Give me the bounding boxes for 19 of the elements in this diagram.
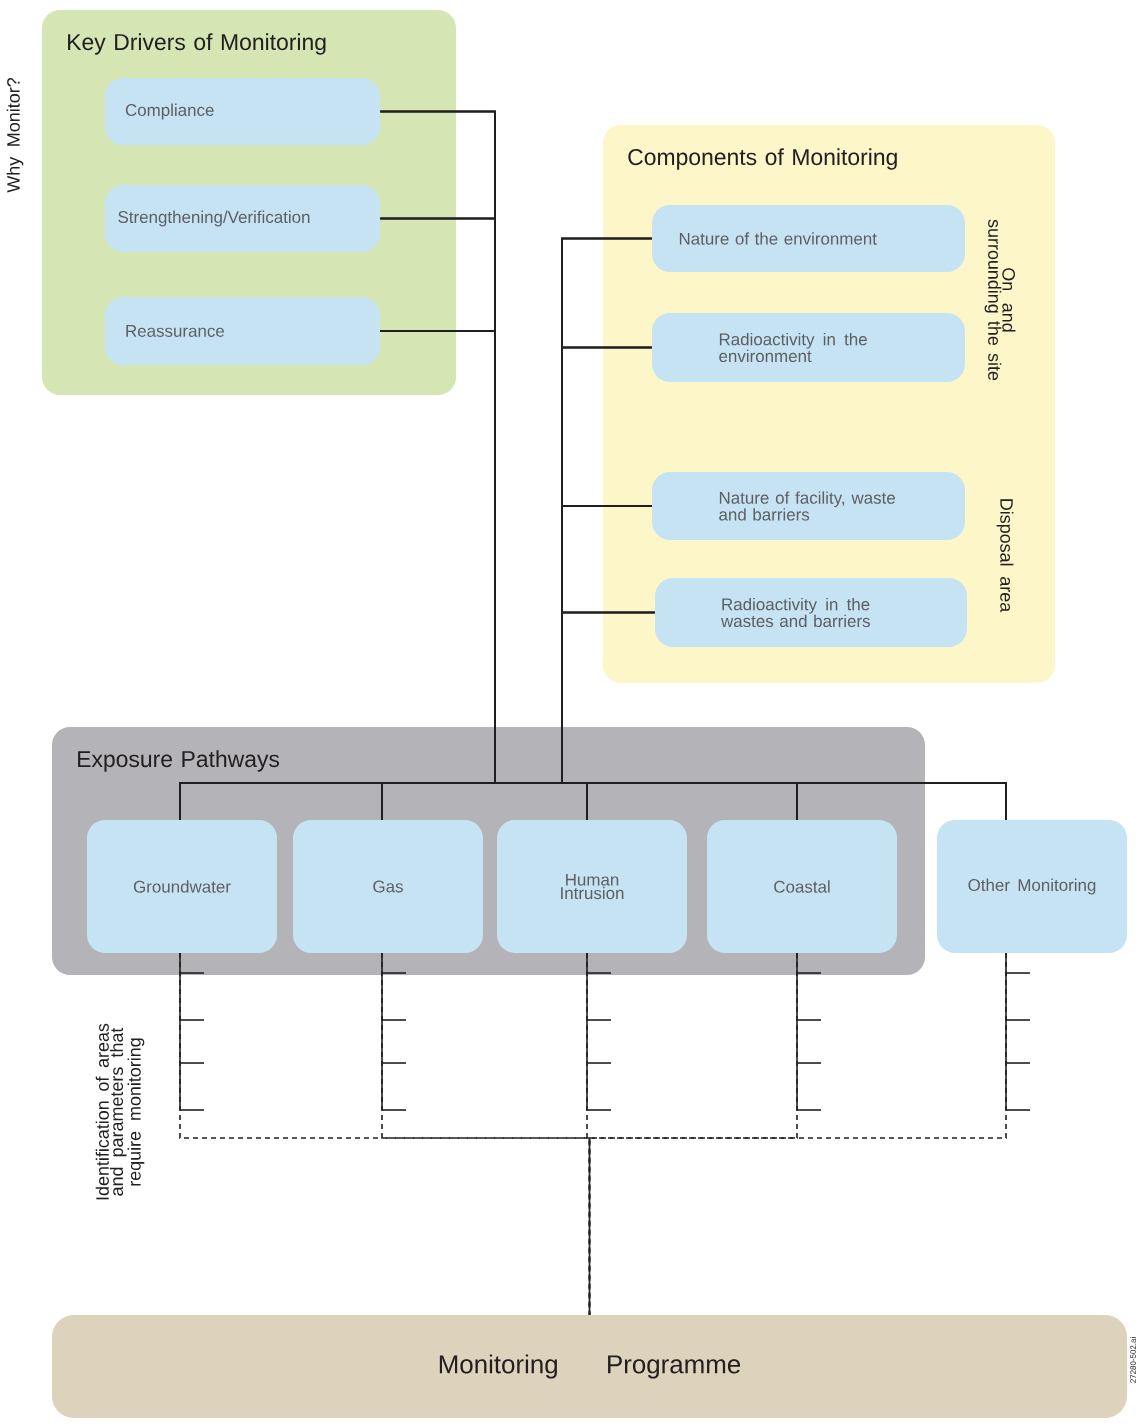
process-box: Radioactivity in the environment [652,313,965,382]
side-label: Why Monitor? [6,78,24,193]
side-label: Disposal area [996,499,1014,613]
programme-box: Monitoring Programme [52,1315,1127,1418]
process-box: Human Intrusion [497,820,687,953]
process-box: Groundwater [87,820,277,953]
process-box: Coastal [707,820,897,953]
process-box: Compliance [105,78,380,145]
connector [561,611,1007,821]
process-box: Reassurance [105,297,380,365]
connector [588,952,1031,1316]
process-box: Strengthening/Verification [105,185,380,252]
process-box: Radioactivity in the wastes and barriers [655,578,967,647]
process-box: Other Monitoring [937,820,1127,953]
side-label: Identification of areas and parameters that require monitoring [95,1023,145,1200]
side-label: On and surrounding the site [984,219,1016,381]
process-box: Gas [293,820,483,953]
process-box: Nature of the environment [652,205,965,272]
process-box: Nature of facility, waste and barriers [652,472,965,540]
